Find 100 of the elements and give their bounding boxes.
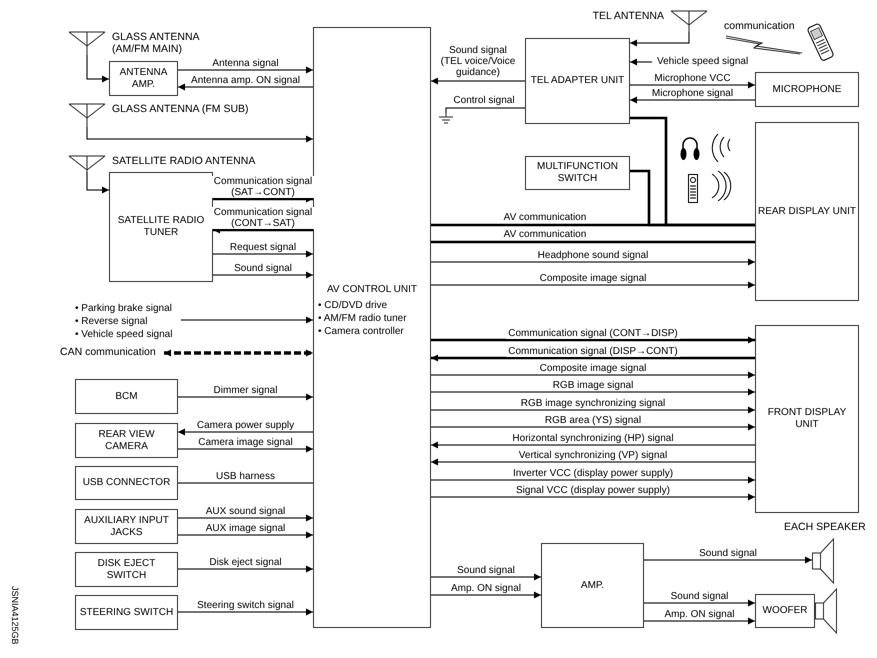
ground-symbol [439, 113, 453, 124]
edge-label: Sound signal [232, 263, 294, 274]
unit-box [75, 466, 178, 500]
edge-label: Sound signal [668, 591, 730, 602]
edge-label: Vertical synchronizing (VP) signal [516, 450, 670, 461]
edge-label: Sound signal [455, 565, 517, 576]
edge-label: Microphone VCC [652, 73, 733, 84]
arrow [430, 458, 756, 466]
control-unit-box [313, 27, 431, 628]
edge-label: Vehicle speed signal [655, 56, 750, 67]
arrow [644, 618, 756, 624]
unit-label: BCM [114, 390, 139, 402]
unit-box [755, 594, 815, 628]
unit-box [75, 595, 178, 630]
arrow [430, 476, 756, 484]
edge-label: Sound signal [697, 548, 759, 559]
arrow [86, 126, 314, 142]
arrow [212, 272, 314, 278]
edge-label: AV communication [502, 229, 588, 240]
arrow [630, 58, 652, 66]
edge-label: Request signal [228, 242, 298, 253]
edge-label: Communication signal (CONT→SAT) [209, 207, 317, 229]
arrow [630, 32, 690, 46]
edge-label: Microphone signal [650, 88, 736, 99]
arrow [630, 82, 756, 88]
arrow [178, 394, 314, 400]
arrow [86, 54, 110, 82]
unit-label: AMP. [580, 580, 606, 592]
antenna-label: GLASS ANTENNA (FM SUB) [112, 103, 249, 115]
arrow [430, 282, 756, 288]
edge-label: Communication signal (CONT→DISP) [506, 328, 680, 339]
arrow [178, 532, 314, 538]
bullet-item: • CD/DVD drive [318, 299, 388, 312]
antenna-label: GLASS ANTENNA (AM/FM MAIN) [112, 31, 200, 55]
arrow [430, 258, 756, 266]
unit-box [109, 61, 178, 96]
unit-box [75, 423, 178, 458]
edge-label: RGB image signal [550, 380, 636, 391]
antenna-label: SATELLITE RADIO ANTENNA [112, 155, 256, 167]
bullet-item: • Vehicle speed signal [75, 328, 172, 341]
unit-label: DISK EJECT SWITCH [96, 558, 156, 582]
unit-box [541, 543, 644, 628]
connector-line [178, 482, 314, 484]
edge-label: Antenna signal [210, 58, 281, 69]
arrow [430, 406, 756, 414]
arrow [431, 354, 755, 362]
connector-line [446, 108, 526, 114]
unit-label: AUXILIARY INPUT JACKS [83, 514, 170, 538]
unit-label: REAR VIEW CAMERA [97, 428, 156, 452]
edge-label: AV communication [502, 212, 588, 223]
unit-label: USB CONNECTOR [82, 477, 172, 489]
arrow [430, 372, 756, 378]
unit-label: STEERING SWITCH [78, 606, 174, 618]
unit-box [755, 72, 859, 107]
arrow [430, 78, 526, 84]
arrow [178, 84, 314, 90]
figure-code: JSNIA4125GB [10, 586, 20, 645]
arrow [180, 316, 314, 324]
arrow [178, 66, 314, 74]
unit-label: ANTENNA AMP. [118, 66, 168, 90]
unit-box [109, 172, 213, 282]
arrow [178, 608, 314, 616]
arrow [430, 494, 756, 500]
edge-label: Steering switch signal [195, 600, 296, 611]
edge-label: Camera power supply [194, 420, 296, 431]
unit-box [755, 325, 859, 513]
arrow [644, 556, 812, 564]
arrow [430, 574, 542, 580]
edge-label: Antenna amp. ON signal [189, 75, 302, 86]
arrow [178, 566, 314, 572]
edge-label: Horizontal synchronizing (HP) signal [510, 433, 676, 444]
unit-box [525, 156, 630, 190]
bullet-item: • Parking brake signal [75, 302, 172, 315]
unit-label: MICROPHONE [772, 84, 842, 96]
unit-label: TEL ADAPTER UNIT [530, 75, 626, 87]
arrow [178, 514, 314, 522]
unit-label: FRONT DISPLAY UNIT [766, 407, 848, 431]
arrow [178, 428, 314, 436]
arrow [430, 388, 756, 396]
arrow [430, 424, 756, 430]
unit-label: SATELLITE RADIO TUNER [116, 215, 206, 239]
arrow [213, 196, 313, 202]
edge-label: Communication signal (DISP→CONT) [506, 346, 680, 357]
edge-label: Dimmer signal [212, 385, 280, 396]
edge-label: Disk eject signal [207, 557, 284, 568]
edge-label: RGB area (YS) signal [542, 415, 644, 426]
arrow [431, 336, 755, 344]
edge-label: Amp. ON signal [662, 609, 737, 620]
edge-label: Communication signal (SAT→CONT) [209, 176, 317, 198]
unit-box [75, 552, 178, 587]
edge-label: Inverter VCC (display power supply) [510, 468, 676, 479]
arrow [212, 250, 314, 258]
connector-line [431, 224, 755, 226]
unit-label: WOOFER [762, 605, 808, 617]
edge-label: RGB image synchronizing signal [518, 398, 668, 409]
edge-label: Control signal [451, 95, 517, 106]
arrow [430, 592, 542, 598]
edge-label: AUX sound signal [204, 506, 288, 517]
arrow [430, 442, 756, 448]
edge-label: Headphone sound signal [536, 250, 650, 261]
